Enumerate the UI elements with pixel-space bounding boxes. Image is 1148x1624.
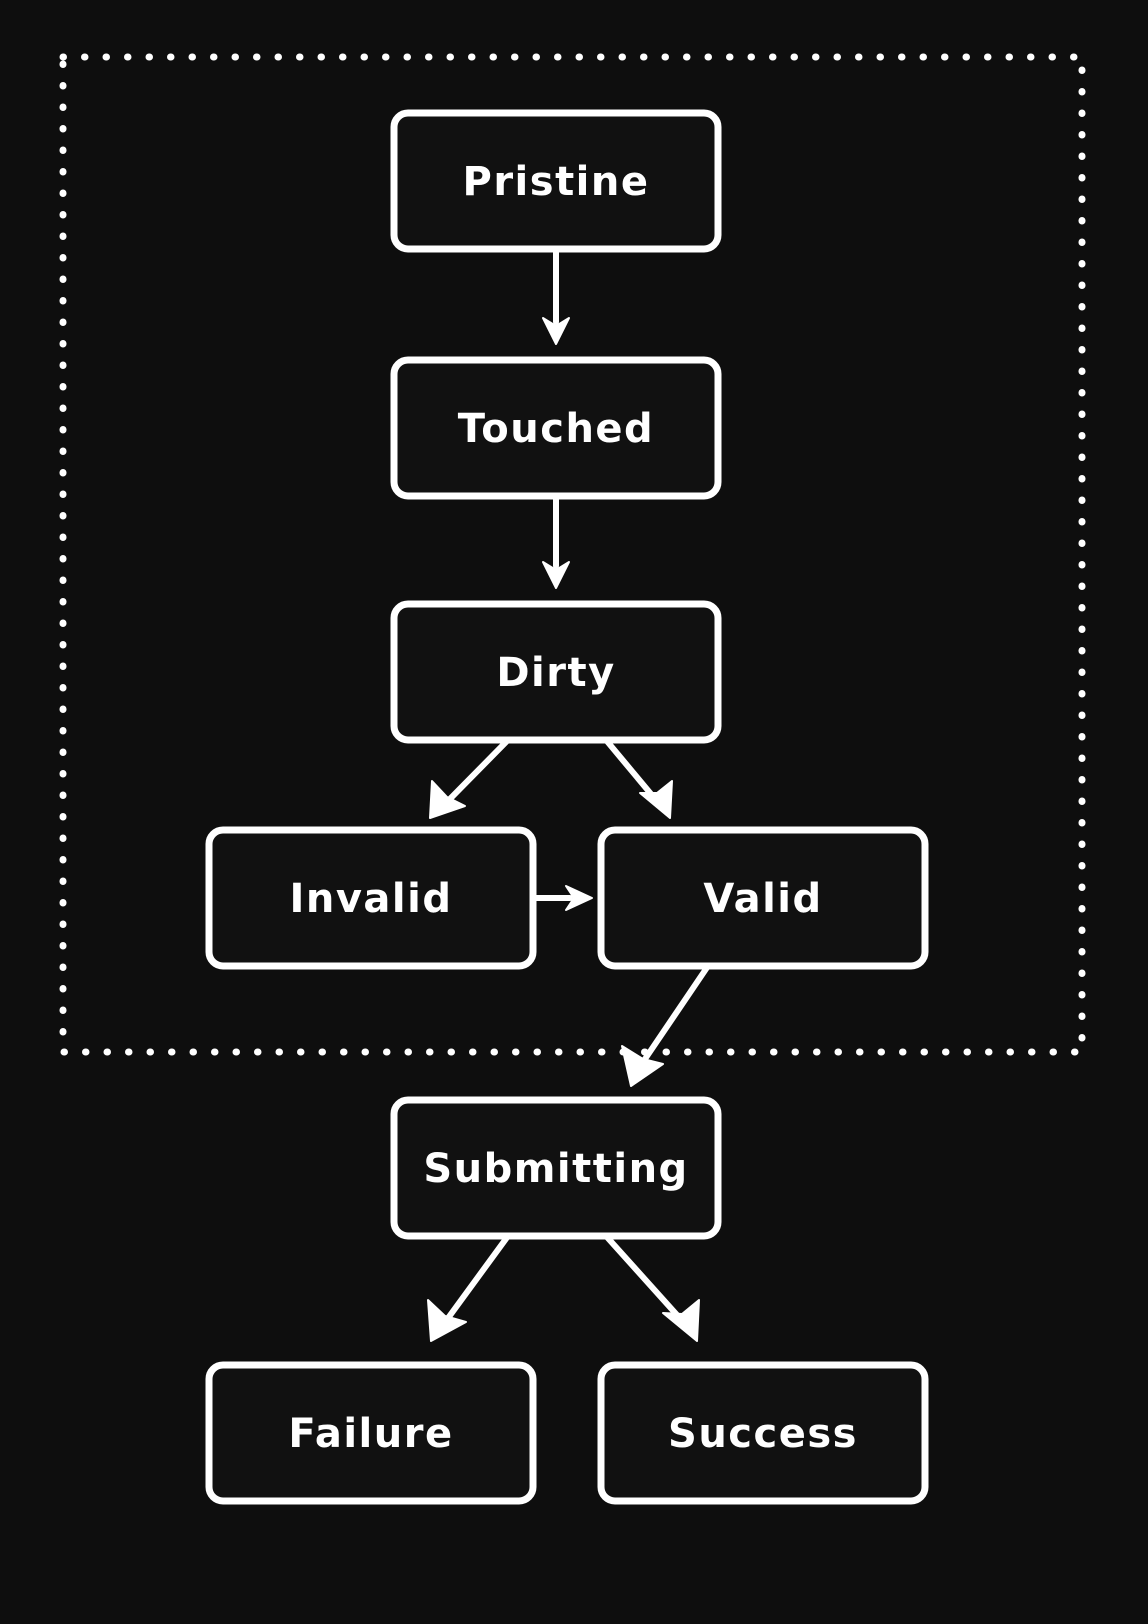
node-pristine-label: Pristine: [463, 159, 650, 205]
edge-invalid-valid: [533, 885, 593, 911]
edge-pristine-touched: [542, 246, 570, 345]
node-valid-box[interactable]: [597, 826, 929, 970]
node-failure-label: Failure: [288, 1411, 453, 1457]
node-touched[interactable]: Touched: [390, 356, 722, 500]
node-pristine[interactable]: Pristine: [390, 109, 722, 253]
node-dirty[interactable]: Dirty: [390, 600, 722, 744]
node-valid-label: Valid: [703, 876, 822, 922]
edge-touched-dirty: [542, 493, 570, 589]
edge-group: [427, 246, 711, 1342]
node-dirty-box[interactable]: [390, 600, 722, 744]
node-failure-box[interactable]: [205, 1361, 537, 1505]
node-submitting-box[interactable]: [390, 1096, 722, 1240]
edge-submitting-success: [603, 1233, 700, 1342]
node-success-box[interactable]: [597, 1361, 929, 1505]
node-invalid[interactable]: Invalid: [205, 826, 537, 970]
edge-dirty-invalid: [429, 737, 511, 819]
node-success[interactable]: Success: [597, 1361, 929, 1505]
edge-dirty-valid: [603, 737, 673, 819]
node-failure[interactable]: Failure: [205, 1361, 537, 1505]
edge-valid-submitting: [621, 963, 711, 1087]
node-pristine-box[interactable]: [390, 109, 722, 253]
node-valid[interactable]: Valid: [597, 826, 929, 970]
node-touched-box[interactable]: [390, 356, 722, 500]
node-invalid-box[interactable]: [205, 826, 537, 970]
node-submitting-label: Submitting: [423, 1146, 688, 1192]
node-dirty-label: Dirty: [496, 650, 615, 696]
node-success-label: Success: [668, 1411, 858, 1457]
node-touched-label: Touched: [458, 406, 654, 452]
node-submitting[interactable]: Submitting: [390, 1096, 722, 1240]
node-invalid-label: Invalid: [290, 876, 453, 922]
edge-submitting-failure: [427, 1233, 511, 1342]
